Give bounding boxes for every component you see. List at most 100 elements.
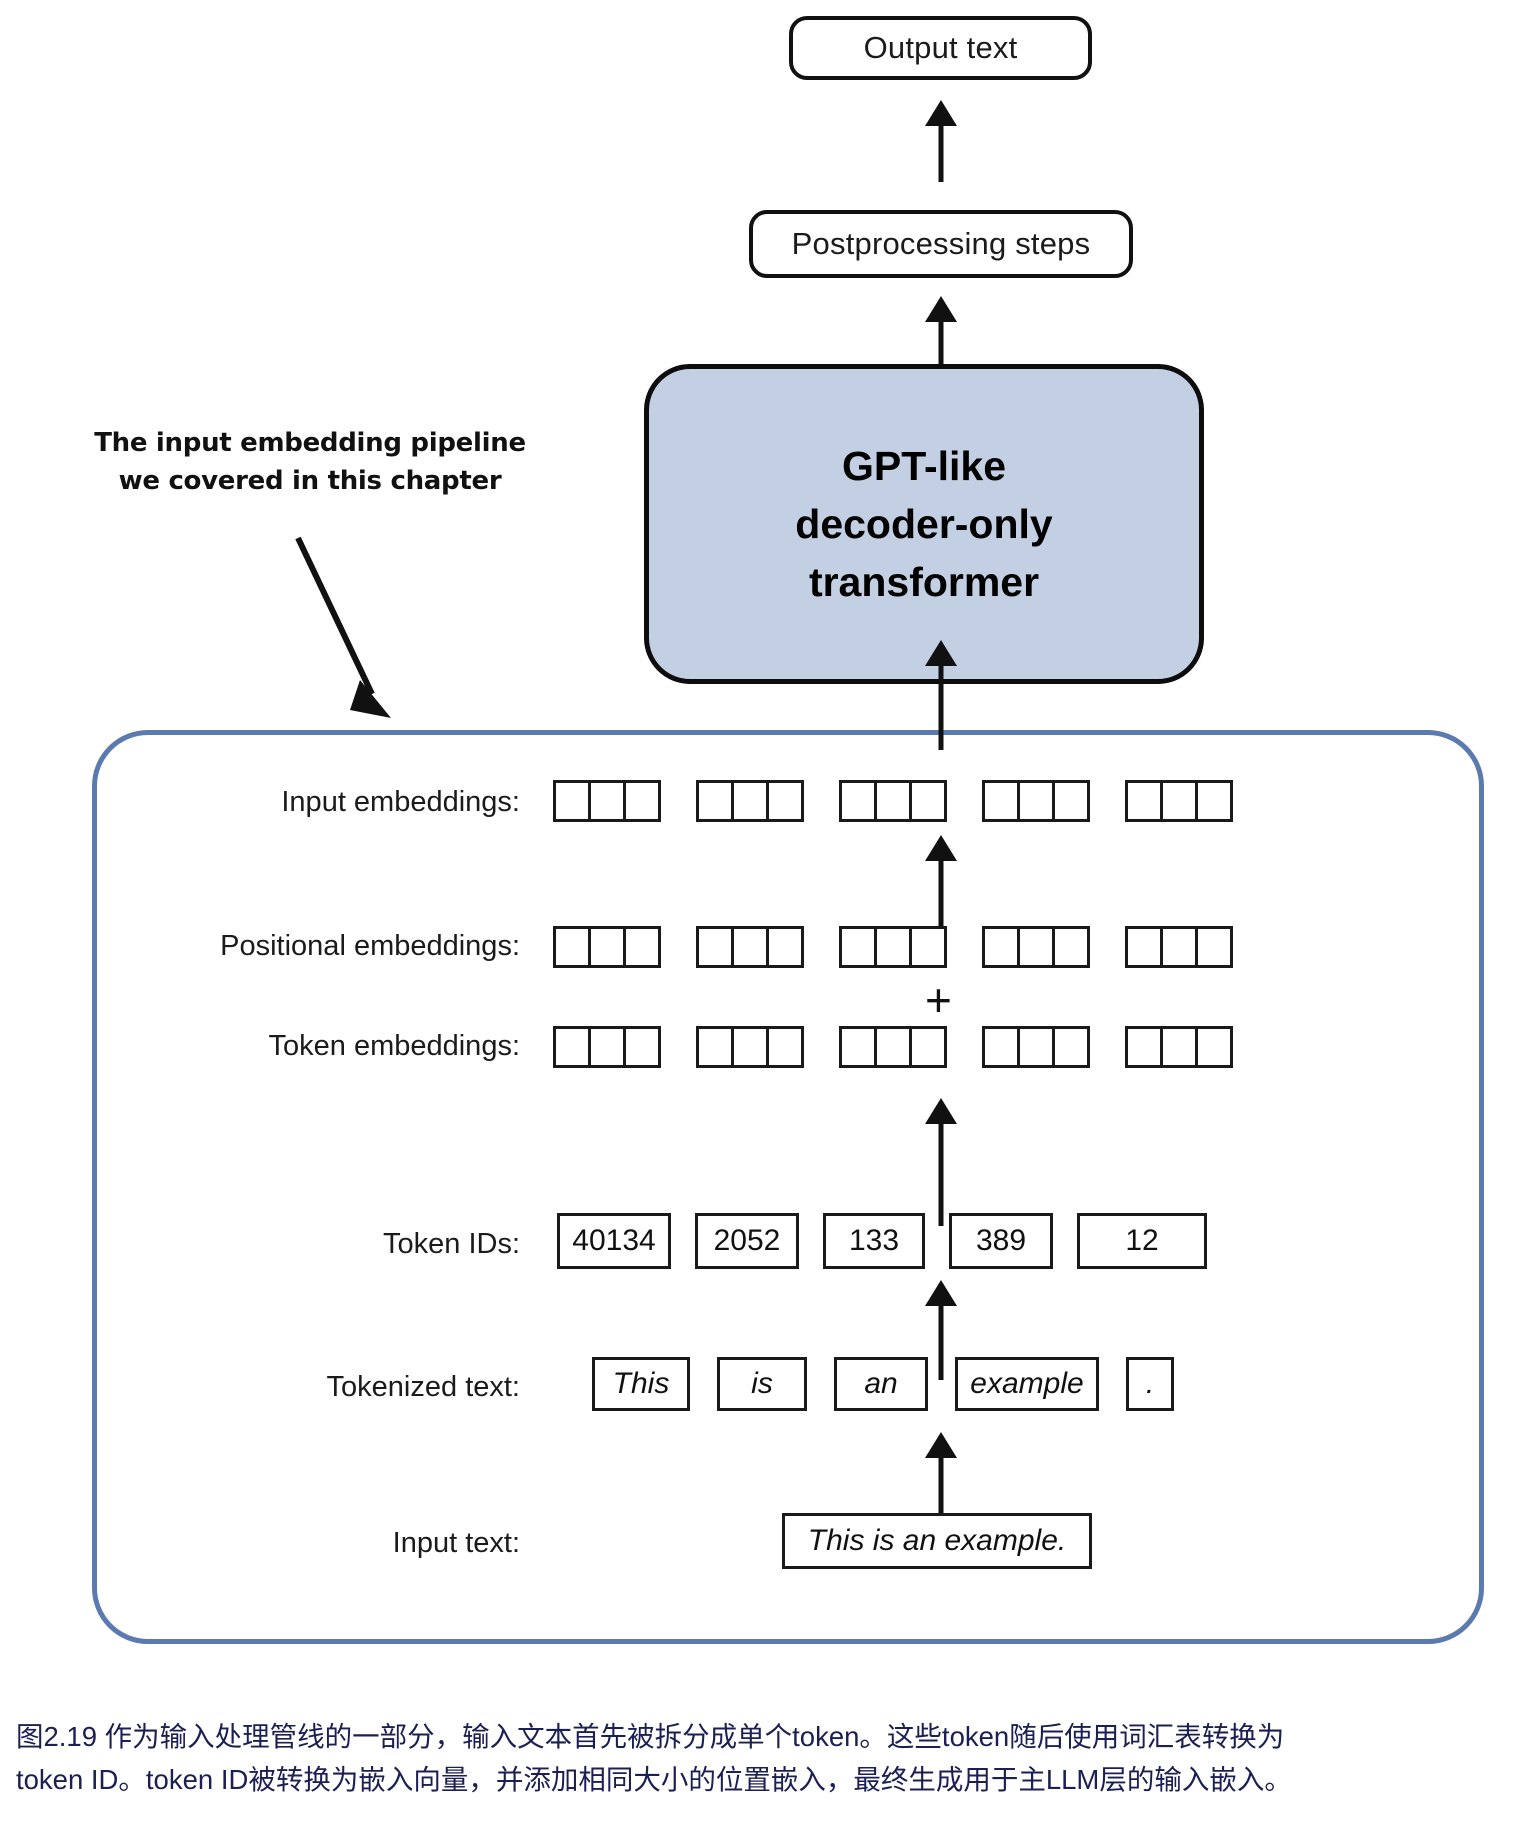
arrow-head-icon — [925, 1098, 957, 1124]
transformer-line-3: transformer — [808, 559, 1040, 606]
embedding-group — [553, 780, 661, 822]
arrow-head-icon — [925, 296, 957, 322]
embedding-cell — [1125, 1026, 1163, 1068]
caption-line-1: 图2.19 作为输入处理管线的一部分，输入文本首先被拆分成单个token。这些t… — [16, 1721, 1285, 1752]
input-embedding-pipeline-container — [92, 730, 1484, 1644]
embedding-group — [696, 780, 804, 822]
embedding-cell — [839, 926, 877, 968]
gpt-transformer-block: GPT-like decoder-only transformer — [644, 364, 1204, 684]
arrow-tokenized-text-to-token-ids — [916, 1280, 966, 1380]
embedding-group — [839, 926, 947, 968]
embedding-cell — [1160, 1026, 1198, 1068]
plus-operator-icon: + — [925, 974, 952, 1026]
arrow-embeddings-to-transformer — [916, 640, 966, 750]
token-id-box: 2052 — [695, 1213, 799, 1269]
embedding-cell — [696, 1026, 734, 1068]
row-label-text: Input text: — [392, 1527, 520, 1559]
embedding-cell — [1017, 1026, 1055, 1068]
row-label-input-embeddings: Input embeddings: — [120, 786, 520, 819]
embedding-cell — [766, 1026, 804, 1068]
arrow-shaft — [938, 662, 944, 750]
token-value: This — [612, 1367, 670, 1400]
token-id-value: 133 — [848, 1224, 900, 1257]
arrow-shaft — [938, 318, 944, 374]
row-label-positional-embeddings: Positional embeddings: — [120, 930, 520, 963]
embedding-cell — [623, 780, 661, 822]
token-value: an — [864, 1367, 898, 1400]
embedding-cell — [623, 926, 661, 968]
embedding-cell — [1195, 926, 1233, 968]
embedding-cell — [696, 780, 734, 822]
embedding-cell — [909, 926, 947, 968]
arrow-head-icon — [925, 1280, 957, 1306]
arrow-transformer-to-postprocessing — [916, 296, 966, 374]
embedding-cell — [1052, 780, 1090, 822]
embedding-group — [1125, 926, 1233, 968]
embedding-group — [696, 1026, 804, 1068]
output-text-label: Output text — [863, 30, 1018, 65]
embedding-cell — [839, 1026, 877, 1068]
tokenized-text-row: This is an example . — [592, 1357, 1174, 1411]
token-box: This — [592, 1357, 690, 1411]
token-id-box: 133 — [823, 1213, 925, 1269]
embedding-cell — [874, 1026, 912, 1068]
embedding-cell — [982, 780, 1020, 822]
arrow-postprocessing-to-output — [916, 100, 966, 182]
postprocessing-steps-box: Postprocessing steps — [749, 210, 1133, 278]
embedding-cell — [1195, 1026, 1233, 1068]
embedding-cell — [588, 780, 626, 822]
embedding-cell — [588, 1026, 626, 1068]
embedding-cell — [696, 926, 734, 968]
token-id-value: 2052 — [713, 1224, 781, 1257]
embedding-cell — [874, 780, 912, 822]
embedding-cell — [766, 780, 804, 822]
callout-line-1: The input embedding pipeline — [94, 428, 526, 458]
input-text-box: This is an example. — [782, 1513, 1092, 1569]
embedding-cell — [553, 1026, 591, 1068]
embedding-cell — [731, 780, 769, 822]
arrow-shaft — [938, 1302, 944, 1380]
token-id-value: 389 — [975, 1224, 1027, 1257]
embedding-group — [839, 780, 947, 822]
embedding-cell — [839, 780, 877, 822]
embedding-cell — [731, 1026, 769, 1068]
arrow-token-ids-to-token-embeddings — [916, 1098, 966, 1226]
row-label-text: Token embeddings: — [268, 1030, 521, 1062]
embedding-group — [982, 780, 1090, 822]
embedding-cell — [1160, 780, 1198, 822]
embedding-group — [982, 926, 1090, 968]
embedding-cell — [1125, 926, 1163, 968]
arrow-shaft — [938, 1120, 944, 1226]
embedding-cell — [909, 780, 947, 822]
token-value: . — [1145, 1367, 1155, 1400]
output-text-box: Output text — [789, 16, 1092, 80]
input-text-row: This is an example. — [782, 1513, 1092, 1569]
token-box: example — [955, 1357, 1099, 1411]
token-id-box: 12 — [1077, 1213, 1207, 1269]
embedding-group — [696, 926, 804, 968]
embedding-group — [553, 1026, 661, 1068]
arrow-head-icon — [925, 835, 957, 861]
token-ids-row: 40134 2052 133 389 12 — [557, 1213, 1207, 1269]
embedding-cell — [1160, 926, 1198, 968]
row-label-text: Token IDs: — [383, 1228, 520, 1260]
token-id-box: 389 — [949, 1213, 1053, 1269]
caption-line-2: token ID。token ID被转换为嵌入向量，并添加相同大小的位置嵌入，最… — [16, 1763, 1292, 1795]
input-text-value: This is an example. — [807, 1524, 1067, 1557]
arrow-head-icon — [925, 100, 957, 126]
embedding-group — [553, 926, 661, 968]
arrow-shaft — [938, 122, 944, 182]
embedding-cell — [623, 1026, 661, 1068]
token-id-box: 40134 — [557, 1213, 671, 1269]
input-embeddings-cells — [553, 780, 1233, 822]
postprocessing-steps-label: Postprocessing steps — [791, 226, 1091, 261]
token-box: is — [717, 1357, 807, 1411]
embedding-group — [839, 1026, 947, 1068]
embedding-cell — [982, 1026, 1020, 1068]
embedding-cell — [1017, 926, 1055, 968]
row-label-token-ids: Token IDs: — [120, 1228, 520, 1261]
figure-caption: 图2.19 作为输入处理管线的一部分，输入文本首先被拆分成单个token。这些t… — [16, 1716, 1506, 1801]
embedding-cell — [874, 926, 912, 968]
token-box: . — [1126, 1357, 1174, 1411]
